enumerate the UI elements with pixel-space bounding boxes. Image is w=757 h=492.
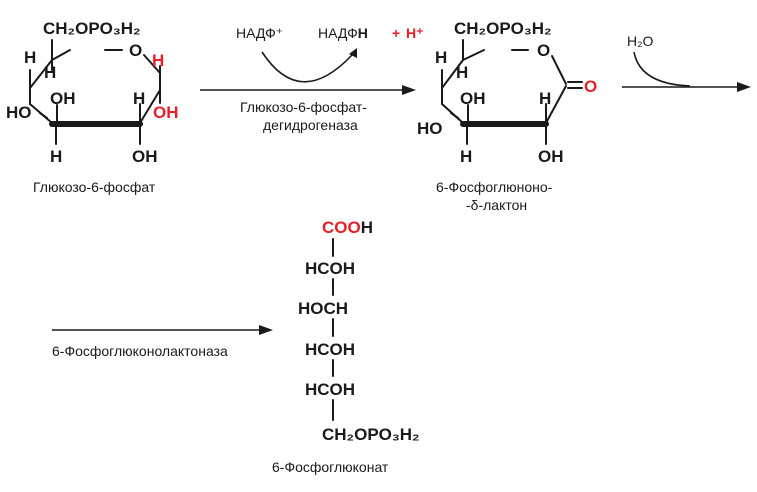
lactone-h-left: H <box>456 63 468 82</box>
glucose-bond-c5-o <box>51 49 71 61</box>
lactone-h-mid-right: H <box>539 89 551 108</box>
lactone-bond-c1-c2 <box>545 85 567 124</box>
glucose-ch2opo3h2: CH₂OPO₃H₂ <box>43 19 141 38</box>
gluconate-row-5: HCOH <box>305 380 355 399</box>
gluconate-cooh: COOH <box>322 218 373 237</box>
plus-sign: + <box>392 25 400 41</box>
glucose-oh-anomeric: OH <box>153 103 179 122</box>
nadph-label: НАДФН <box>318 25 368 41</box>
lactone-ho-bond <box>450 112 459 119</box>
reaction-step-1: НАДФ⁺ НАДФН + Н⁺ Глюкозо-6-фосфат- дегид… <box>200 25 424 133</box>
proton-label: Н⁺ <box>406 25 424 41</box>
glucose-ring-oxygen: O <box>129 41 142 60</box>
enzyme2-label: 6-Фосфоглюконолактоназа <box>52 343 228 359</box>
lactone-ch2opo3h2: CH₂OPO₃H₂ <box>454 19 552 38</box>
glucose-ho-bond <box>39 112 48 119</box>
gluconate-row-3: HOCH <box>298 299 348 318</box>
lactone-oh-bottom: OH <box>538 147 564 166</box>
glucose-bond-c5-c4 <box>29 59 53 89</box>
phosphogluconate-structure: COOH HCOH HOCH HCOH HCOH CH₂OPO₃H₂ 6-Фос… <box>272 218 420 475</box>
enzyme1-label-line1: Глюкозо-6-фосфат- <box>240 99 367 115</box>
lactone-name-line2: -δ-лактон <box>466 197 527 213</box>
glucose-6-phosphate-structure: CH₂OPO₃H₂ O H H H OH OH H HO H OH Глюкоз… <box>6 19 179 195</box>
glucose-bond-o-c1 <box>143 54 161 74</box>
glucose-oh-mid-left: OH <box>50 89 76 108</box>
phosphogluconolactone-structure: CH₂OPO₃H₂ O O H H OH H HO H OH 6-Фосфогл… <box>417 19 597 213</box>
water-label: H₂O <box>627 33 654 49</box>
glucose-h-left: H <box>44 63 56 82</box>
glucose-ho-left: HO <box>6 103 32 122</box>
glucose-h-anomeric: H <box>152 51 164 70</box>
step1-arrowhead <box>402 85 416 95</box>
gluconate-row-2: HCOH <box>305 259 355 278</box>
cofactor-arrowhead <box>349 48 357 58</box>
glucose-name-label: Глюкозо-6-фосфат <box>33 179 156 195</box>
enzyme1-label-line2: дегидрогеназа <box>263 117 358 133</box>
glucose-oh-bottom: OH <box>132 147 158 166</box>
reaction-step-3: 6-Фосфоглюконолактоназа <box>52 325 273 359</box>
lactone-ring-oxygen: O <box>537 41 550 60</box>
gluconate-ch2opo3h2: CH₂OPO₃H₂ <box>322 425 420 444</box>
glucose-h-top-left: H <box>24 48 36 67</box>
lactone-ho-left: HO <box>417 119 443 138</box>
nadp-plus-label: НАДФ⁺ <box>236 25 283 41</box>
lactone-h-bottom-left: H <box>460 147 472 166</box>
step2-arrowhead <box>737 82 751 92</box>
glucose-h-mid-right: H <box>133 89 145 108</box>
gluconate-name-label: 6-Фосфоглюконат <box>272 459 389 475</box>
lactone-name-line1: 6-Фосфоглюноно- <box>436 179 553 195</box>
cofactor-curved-arrow <box>261 51 353 83</box>
lactone-h-top-left: H <box>435 48 447 67</box>
step3-arrowhead <box>259 325 273 335</box>
lactone-bond-c5-c4 <box>441 59 464 89</box>
lactone-carbonyl-oxygen: O <box>584 77 597 96</box>
lactone-oh-mid-left: OH <box>460 89 486 108</box>
reaction-step-2-water: H₂O <box>622 33 751 92</box>
glucose-bond-c1-c2 <box>139 89 161 124</box>
water-curved-arrow <box>633 51 691 87</box>
gluconate-row-4: HCOH <box>305 340 355 359</box>
lactone-bond-o-c1 <box>551 55 567 85</box>
glucose-h-bottom-left: H <box>50 147 62 166</box>
lactone-bond-c5-o <box>462 49 485 61</box>
